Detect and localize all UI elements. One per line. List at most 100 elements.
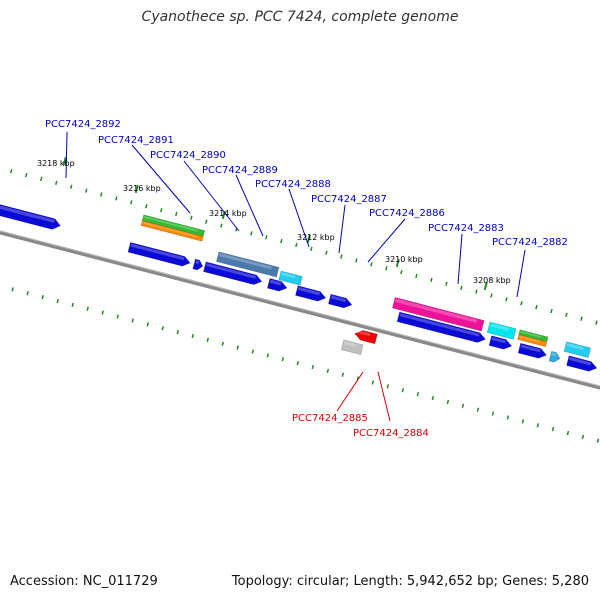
leader-line [516,249,526,298]
tick-label: 3210 kbp [385,255,423,264]
tick-dot [430,277,433,283]
tick-dot [190,215,193,220]
gene-label-pcc7424_2886[interactable]: PCC7424_2886 [369,208,445,219]
tick-dot [9,169,13,174]
gene-block-orange [140,220,204,242]
gene-block-green-shine [144,216,198,232]
tick-dot [295,242,298,248]
tick-dot [26,291,29,296]
cds-arrow-2887 [295,285,327,302]
gene-block-cyan [278,270,303,286]
major-tick [62,156,67,166]
tick-dot [85,188,88,193]
tick-dot [386,384,390,389]
leader-line [131,144,191,214]
gene-label-pcc7424_2891[interactable]: PCC7424_2891 [98,135,174,146]
tick-dot [371,380,375,385]
gene-label-pcc7424_2888[interactable]: PCC7424_2888 [255,179,331,190]
tick-dot [41,295,44,300]
cds-arrow-2892-shine [0,190,55,223]
gene-label-pcc7424_2887[interactable]: PCC7424_2887 [311,194,387,205]
tick-dot [116,314,119,319]
tick-dot [296,361,300,366]
tick-dot [161,326,164,331]
cds-arrow-2888-shine [269,279,282,286]
leader-line [65,131,68,179]
tick-dot [86,306,89,311]
cds-arrow-2885 [354,330,378,345]
tick-dot [221,341,225,346]
tick-dot [55,180,58,186]
cds-arrow-2892 [0,188,61,230]
tick-dot [25,173,28,178]
tick-dot [476,407,480,412]
gene-block-steelblue-shine [218,253,272,270]
tick-dot [581,434,585,439]
gene-label-pcc7424_2882[interactable]: PCC7424_2882 [492,237,568,248]
tick-dot [400,270,403,275]
gene-label-pcc7424_2890[interactable]: PCC7424_2890 [150,150,226,161]
tick-dot [265,235,268,240]
tick-dot [550,308,553,314]
gene-block-orange-2 [517,334,548,348]
leader-line [367,218,406,263]
gene-block-steelblue [216,251,280,278]
tick-dot [100,192,103,197]
tick-dot [521,419,525,424]
tick-dot [355,258,358,263]
tick-dot [445,281,448,286]
gene-label-pcc7424_2883[interactable]: PCC7424_2883 [428,223,504,234]
cds-arrow-2889 [203,261,263,285]
tick-label: 3212 kbp [297,233,335,242]
cds-arrow-next-1-shine [520,344,541,353]
tick-dot [130,200,133,205]
tick-dot [145,204,148,209]
gene-label-pcc7424_2892[interactable]: PCC7424_2892 [45,119,121,130]
gene-label-pcc7424_2885[interactable]: PCC7424_2885 [292,413,368,424]
tick-dot [505,297,508,302]
cds-arrow-2883 [396,311,486,343]
tick-dot [251,349,255,354]
tick-label: 3208 kbp [473,276,511,285]
tick-dot [490,293,493,298]
tick-dot [506,415,510,420]
tick-dot [220,223,223,228]
cds-arrow-2882-shine [491,336,506,344]
tick-dot [401,388,405,393]
tick-dot [356,376,360,381]
gene-label-pcc7424_2889[interactable]: PCC7424_2889 [202,165,278,176]
leader-line [235,174,264,237]
gene-block-cyan-2 [486,321,517,340]
cds-arrow-next-2 [566,355,598,372]
leader-line [183,160,240,232]
major-tick [134,184,139,194]
tick-dot [340,254,343,259]
gene-block-2884 [340,339,364,355]
tick-dot [205,219,208,224]
tick-dot [370,262,373,267]
tick-dot [176,329,179,335]
tick-dot [520,301,523,306]
major-tick [483,281,488,291]
genome-track [0,156,600,443]
tick-dot [596,438,600,443]
gene-label-pcc7424_2884[interactable]: PCC7424_2884 [353,428,429,439]
tick-label: 3218 kbp [37,159,75,168]
cds-arrow-2886 [328,293,353,309]
backbone-highlight [0,210,600,388]
gene-block-magenta [392,297,485,332]
tick-dot [461,403,465,408]
tick-dot [475,289,478,294]
cds-arrow-next-2-shine [569,357,592,366]
tick-dot [580,316,583,321]
tick-dot [326,368,330,374]
genome-backbone [0,210,600,391]
leader-line [336,371,364,412]
gene-labels: PCC7424_2892PCC7424_2891PCC7424_2890PCC7… [45,119,568,439]
tick-dot [40,176,43,182]
topology-text: Topology: circular; Length: 5,942,652 bp… [231,574,589,589]
gene-block-cyan-3-shine [566,342,584,351]
cds-arrow-2887-shine [297,286,320,296]
gene-block-orange-shine [142,221,197,238]
